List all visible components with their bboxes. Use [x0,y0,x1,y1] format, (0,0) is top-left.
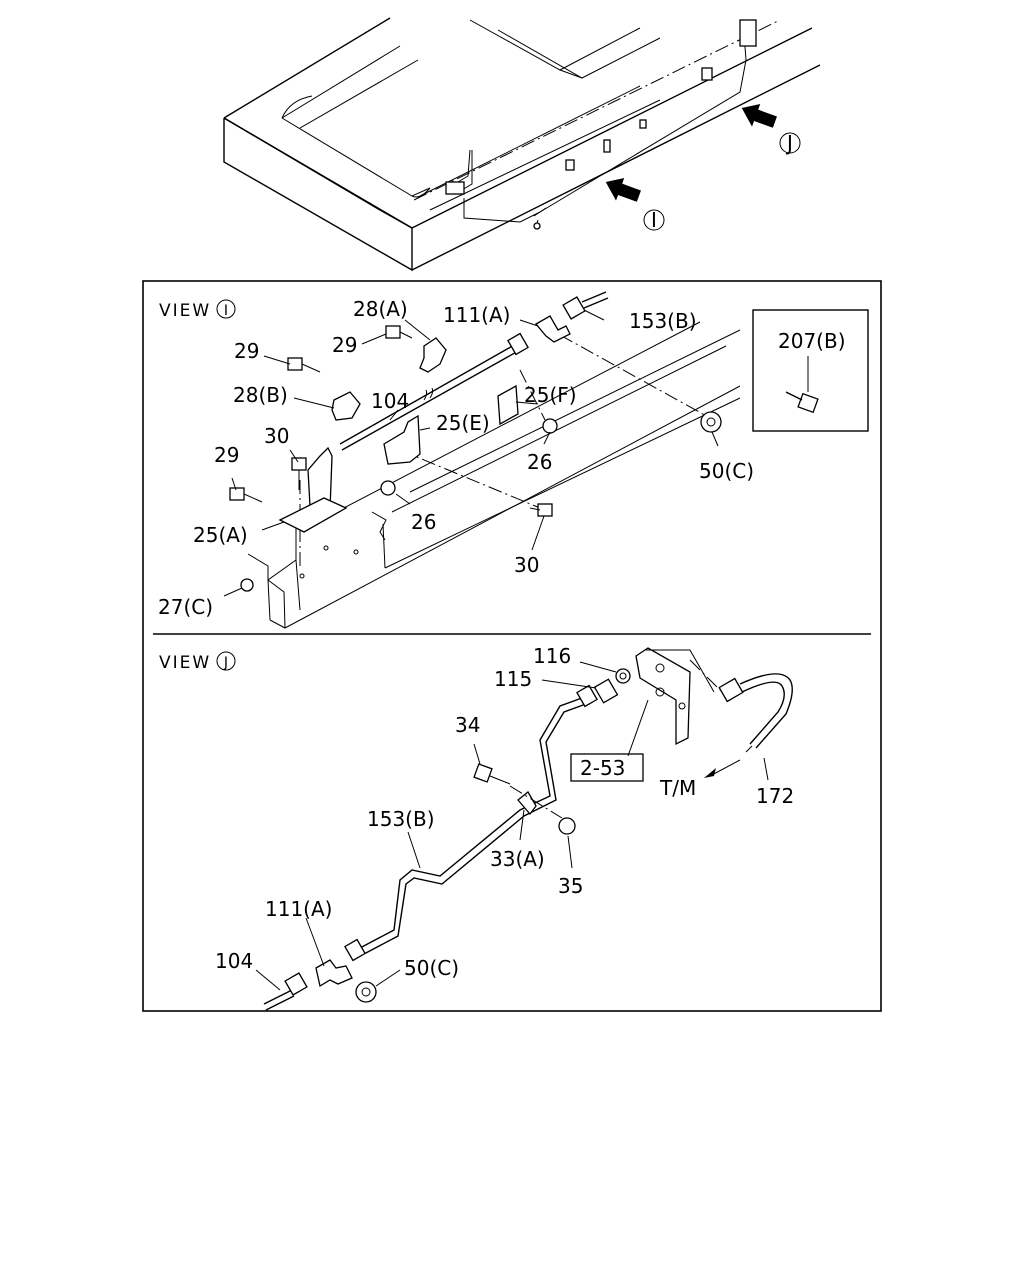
rail-hole-3 [353,549,359,555]
clip-28a [419,337,447,373]
rail-hole-1 [299,573,305,579]
hose-fitting-172 [718,677,744,703]
view-j-arrow-icon [741,104,777,128]
label-2-53-box [570,753,644,782]
nut-50c-j [355,981,377,1003]
label-30-top: 30 [264,424,289,448]
view-j-callout: J [785,131,793,155]
label-27c: 27(C) [158,595,213,619]
label-25f: 25(F) [524,383,577,407]
label-115: 115 [494,667,532,691]
label-104: 104 [371,389,409,413]
nut-26-right [542,418,558,434]
flare-nut-104 [284,972,308,996]
clip-overview-3 [639,119,647,129]
bolt-29-low [229,487,263,503]
clip-28b [331,391,361,421]
label-30-low: 30 [514,553,539,577]
bolt-29-left [287,357,321,373]
tm-arrow-icon [704,768,716,778]
washer-116 [615,668,631,684]
label-2-53: 2-53 [580,756,625,780]
fitting-overview [533,222,541,230]
bolt-30-low [529,503,553,517]
clip-overview-1 [565,159,575,171]
label-153b-j: 153(B) [367,807,435,831]
view-i-callout-circle [643,209,665,231]
bracket-25e [383,414,421,465]
clip-overview-2 [603,139,611,153]
bracket-25a-foot [278,497,348,533]
label-26-right: 26 [527,450,552,474]
detail-frame [142,280,882,1012]
bolt-207b [785,391,819,414]
nut-115 [593,678,619,704]
bracket-2-53-overview [739,19,757,47]
label-111a: 111(A) [443,303,510,327]
bracket-hole-2 [655,687,665,697]
view-j-marker: J [223,655,228,671]
label-116: 116 [533,644,571,668]
clip-overview-4 [701,67,713,81]
view-i-callout: I [651,208,657,232]
label-153b: 153(B) [629,309,697,333]
view-j-callout-circle [779,132,801,154]
label-26-low: 26 [411,510,436,534]
inset-box [752,309,869,432]
bracket-hole-3 [678,702,686,710]
label-33a: 33(A) [490,847,545,871]
bracket-25f [497,384,519,426]
chassis-overview: I J [223,17,821,272]
label-25e: 25(E) [436,411,490,435]
rail-hole-2 [323,545,329,551]
label-29-low: 29 [214,443,239,467]
label-172: 172 [756,784,794,808]
bolt-30-top [291,457,307,490]
pipe-nut-104 [507,332,529,356]
nut-26-low [380,480,396,496]
view-i-panel: VIEW I [158,291,869,629]
nut-50c [700,411,722,433]
view-j-title: VIEW [159,653,211,673]
flare-nut-153b-start [344,938,366,962]
bracket-2-53 [635,647,691,746]
label-28a: 28(A) [353,297,408,321]
label-35: 35 [558,874,583,898]
label-25a: 25(A) [193,523,248,547]
view-i-title: VIEW [159,301,211,321]
bracket-hole-1 [655,663,665,673]
label-50c-j: 50(C) [404,956,459,980]
tee-111a [535,315,571,343]
label-50c: 50(C) [699,459,754,483]
label-111a-j: 111(A) [265,897,332,921]
view-i-marker: I [224,303,228,319]
nut-27c [240,578,254,592]
tee-111a-j [315,959,353,988]
label-29-top: 29 [234,339,259,363]
label-28b: 28(B) [233,383,288,407]
label-29-left: 29 [332,333,357,357]
view-j-panel: VIEW J [159,644,794,1011]
bracket-25a-overview [445,181,465,195]
fitting-153b [562,291,609,320]
label-104-j: 104 [215,949,253,973]
label-tm: T/M [659,776,696,800]
label-34: 34 [455,713,480,737]
bolt-29-top [385,325,413,339]
view-i-marker-circle [216,299,236,319]
flare-nut-153b-end [576,684,598,708]
clip-33a [517,791,537,816]
nut-35 [558,817,576,835]
bolt-34 [473,763,511,785]
view-i-arrow-icon [605,178,641,202]
view-j-marker-circle [216,651,236,671]
label-207b: 207(B) [778,329,846,353]
